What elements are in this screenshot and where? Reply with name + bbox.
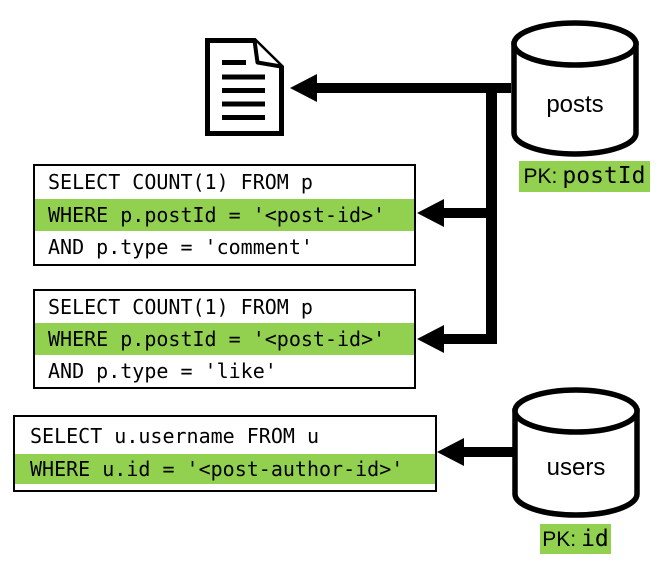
posts-arrow-to-like-query xyxy=(417,325,497,353)
query-line: SELECT u.username FROM u xyxy=(30,423,319,448)
pk-prefix-label: PK: xyxy=(523,165,558,188)
query-box-comment-count: SELECT COUNT(1) FROM p WHERE p.postId = … xyxy=(33,164,416,266)
query-line: AND p.type = 'like' xyxy=(48,359,277,383)
pk-field-name: postId xyxy=(562,163,646,189)
query-box-like-count: SELECT COUNT(1) FROM p WHERE p.postId = … xyxy=(33,289,416,389)
users-primary-key-badge: PK: id xyxy=(540,524,611,554)
pk-field-name: id xyxy=(581,525,609,552)
posts-database-icon xyxy=(511,20,639,157)
query-line: AND p.type = 'comment' xyxy=(48,235,313,260)
document-icon xyxy=(205,38,284,136)
query-line-highlighted: WHERE p.postId = '<post-id>' xyxy=(35,198,414,232)
posts-arrow-to-comment-query xyxy=(417,199,497,227)
users-database-label: users xyxy=(546,454,606,481)
query-box-username: SELECT u.username FROM u WHERE u.id = '<… xyxy=(13,415,437,492)
query-line-highlighted: WHERE u.id = '<post-author-id>' xyxy=(15,454,435,484)
posts-database-label: posts xyxy=(546,91,604,118)
pk-prefix-label: PK: xyxy=(542,527,577,551)
posts-arrow-to-document xyxy=(290,74,511,102)
users-database-icon xyxy=(512,387,640,518)
query-line: SELECT COUNT(1) FROM p xyxy=(48,170,313,195)
users-arrow-to-username-query xyxy=(437,438,514,466)
query-line-highlighted: WHERE p.postId = '<post-id>' xyxy=(35,323,414,355)
posts-primary-key-badge: PK: postId xyxy=(519,161,650,192)
query-line: SELECT COUNT(1) FROM p xyxy=(48,295,313,319)
